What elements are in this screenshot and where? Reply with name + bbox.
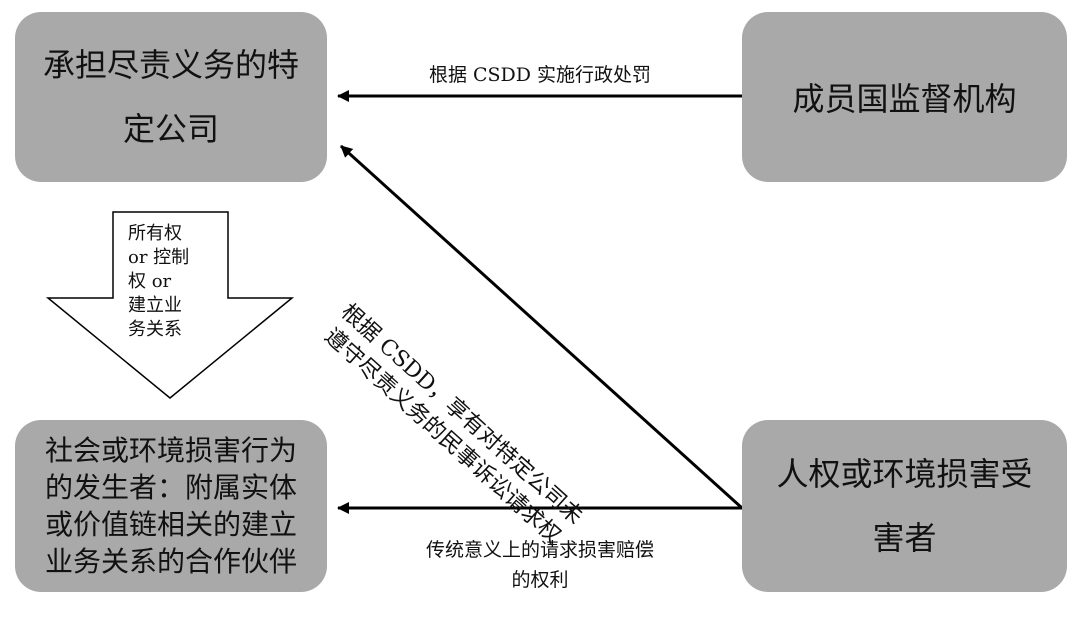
node-member-state-regulator-text: 成员国监督机构 (792, 80, 1017, 118)
ownership-block-arrow (45, 211, 295, 399)
ownership-control-label: 所有权 or 控制 权 or 建立业 务关系 (128, 223, 190, 340)
node-harm-victim: 人权或环境损害受 害者 (742, 420, 1067, 592)
node-member-state-regulator: 成员国监督机构 (742, 12, 1067, 182)
edge-label-administrative-penalty: 根据 CSDD 实施行政处罚 (428, 64, 652, 86)
node-harm-actor-text: 社会或环境损害行为 的发生者：附属实体 或价值链相关的建立 业务关系的合作伙伴 (44, 434, 297, 578)
arrow-victim-to-company (339, 144, 744, 510)
node-harm-victim-text: 人权或环境损害受 害者 (776, 455, 1033, 557)
node-specific-company-text: 承担尽责义务的特 定公司 (42, 46, 299, 148)
node-specific-company: 承担尽责义务的特 定公司 (15, 12, 327, 182)
edge-label-traditional-damages: 传统意义上的请求损害赔偿 的权利 (425, 539, 654, 591)
node-harm-actor: 社会或环境损害行为 的发生者：附属实体 或价值链相关的建立 业务关系的合作伙伴 (15, 420, 327, 592)
